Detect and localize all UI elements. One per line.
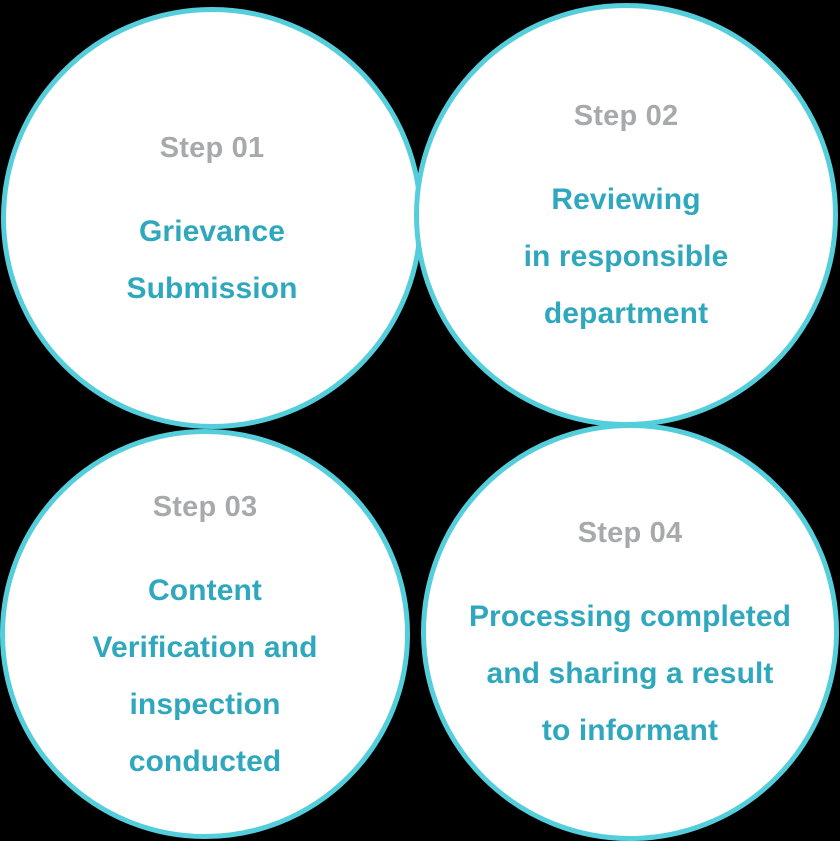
step-description: Grievance Submission (126, 203, 297, 317)
step-description-line: in responsible (523, 240, 729, 273)
step-number-label: Step 02 (573, 100, 679, 132)
step-number-label: Step 01 (159, 131, 265, 164)
step-description-line: Verification and (92, 630, 318, 664)
step-number-label: Step 03 (152, 490, 258, 523)
step-description-line: inspection (129, 687, 281, 721)
step-description: Processing completed and sharing a resul… (469, 588, 791, 759)
step-description-line: and sharing a result (486, 657, 774, 690)
step-circle-4: Step 04 Processing completed and sharing… (421, 423, 839, 841)
step-description-line: conducted (128, 744, 282, 778)
step-description-line: Processing completed (468, 600, 792, 633)
step-description-line: Content (147, 573, 262, 607)
step-description: Content Verification and inspection cond… (93, 562, 318, 790)
step-circle-3: Step 03 Content Verification and inspect… (0, 429, 410, 839)
step-description-line: to informant (541, 714, 719, 747)
step-number-label: Step 04 (577, 517, 683, 549)
step-circle-2: Step 02 Reviewing in responsible departm… (414, 3, 838, 427)
step-description: Reviewing in responsible department (524, 171, 729, 342)
step-description-line: Reviewing (551, 183, 701, 216)
step-description-line: Grievance (139, 214, 285, 248)
step-description-line: Submission (126, 271, 298, 305)
step-circle-1: Step 01 Grievance Submission (1, 7, 423, 429)
step-description-line: department (543, 297, 709, 330)
